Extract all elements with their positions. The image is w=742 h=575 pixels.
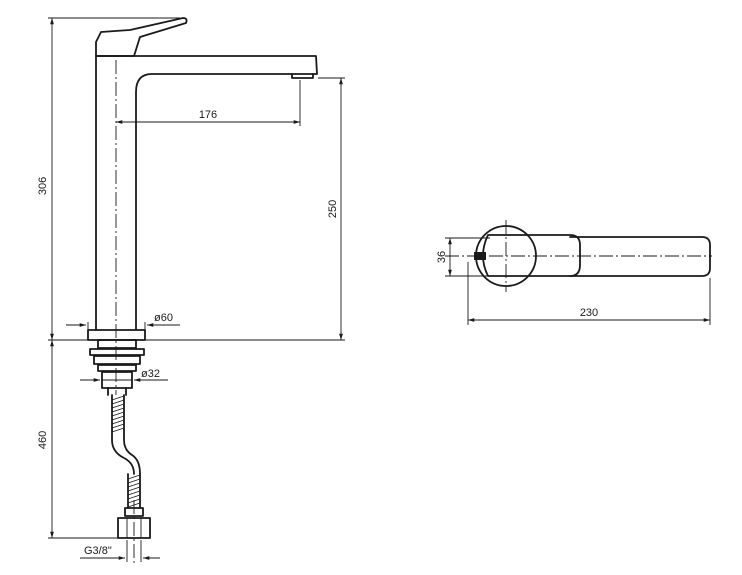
hose-braid-line — [127, 494, 141, 500]
hose-braid-line — [111, 411, 125, 417]
spout-arm — [95, 55, 318, 331]
flexible-hose — [111, 394, 151, 565]
dimension-o60: ø60 — [66, 312, 180, 330]
hose-braid-line — [111, 423, 125, 429]
hose-braid-line — [127, 486, 141, 492]
dimension-g3-8: G3/8" — [80, 540, 160, 562]
label-o60: ø60 — [154, 312, 173, 324]
hose-braid-line — [111, 419, 125, 425]
aerator — [291, 73, 314, 79]
dimension-36: 36 — [436, 237, 490, 277]
lever-handle — [95, 17, 188, 57]
hose-braid-line — [127, 474, 141, 480]
top-view — [445, 220, 712, 292]
label-230: 230 — [580, 307, 598, 319]
hose-braid-line — [111, 403, 125, 409]
hose-braid-line — [111, 427, 125, 433]
label-g3-8: G3/8" — [84, 545, 112, 557]
label-176: 176 — [199, 109, 217, 121]
label-306: 306 — [37, 177, 49, 195]
spout-top — [569, 236, 711, 277]
label-36: 36 — [436, 251, 448, 263]
dimension-460: 460 — [37, 340, 118, 539]
dimension-306: 306 — [37, 17, 180, 341]
faucet-base — [87, 329, 146, 341]
dimension-250: 250 — [145, 77, 345, 341]
label-o32: ø32 — [141, 368, 160, 380]
hose-braid-line — [111, 415, 125, 421]
hose-braid-line — [111, 407, 125, 413]
hose-braid-line — [127, 490, 141, 496]
dimension-o32: ø32 — [80, 368, 168, 382]
label-460: 460 — [37, 431, 49, 449]
dimension-176: 176 — [116, 80, 301, 126]
label-250: 250 — [327, 200, 339, 218]
hose-braid-line — [111, 395, 125, 401]
hose-braid-line — [127, 482, 141, 488]
hose-braid-line — [127, 478, 141, 484]
hose-braid-line — [111, 399, 125, 405]
side-view — [87, 17, 318, 395]
dimension-230: 230 — [467, 262, 711, 325]
fixing-assembly — [89, 339, 145, 396]
